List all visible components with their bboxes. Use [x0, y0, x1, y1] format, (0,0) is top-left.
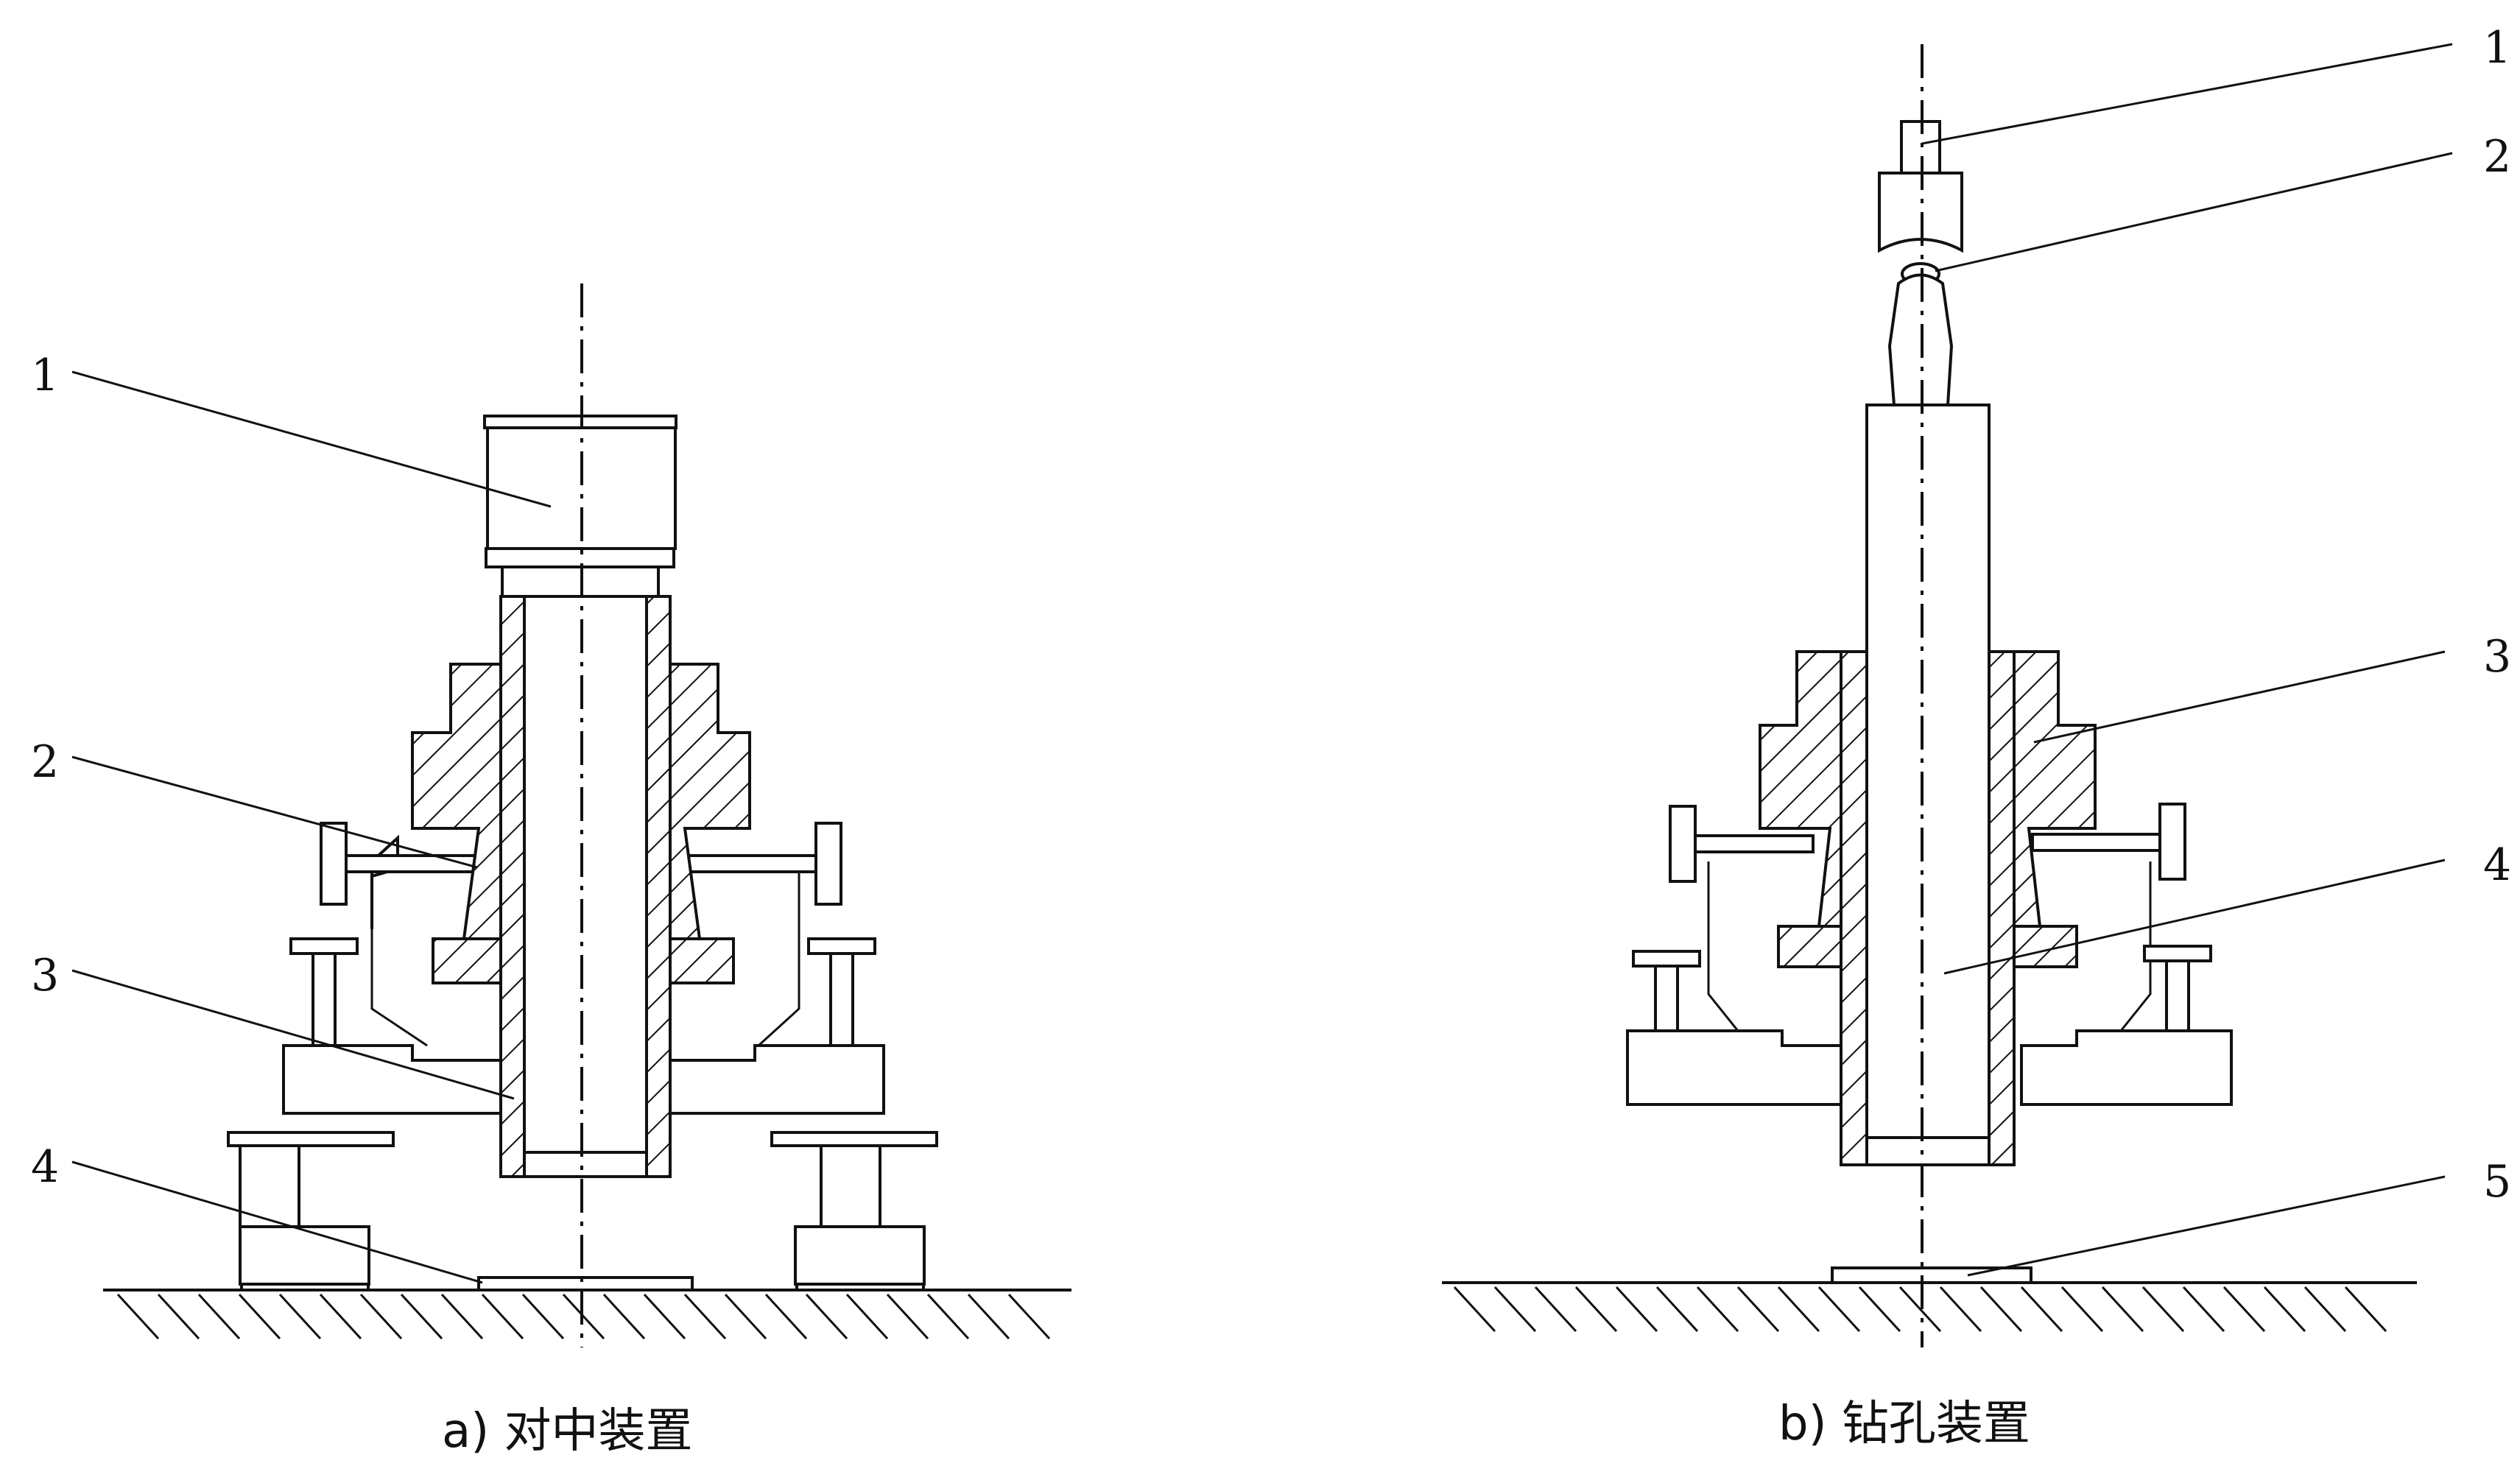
figure-b-ground	[1442, 1281, 2417, 1333]
figure-a-right-handle	[683, 822, 842, 906]
figure-a-left-brace	[370, 869, 428, 1047]
figure-a-left-foot	[227, 1131, 395, 1291]
figure-b-label-5: 5	[2483, 1156, 2511, 1208]
figure-a-ground	[103, 1289, 1071, 1340]
figure-b-drill-column	[1865, 403, 1991, 1139]
figure-a-centering-device: 1 2 3 4 a) 对中装置	[31, 283, 1071, 1459]
figure-b-drilling-device: 1 2 3 4 5 b) 钻孔装置	[1442, 22, 2511, 1451]
figure-a-target-plate	[477, 1276, 694, 1291]
figure-a-label-1: 1	[31, 350, 59, 401]
figure-b-left-screw	[1632, 950, 1701, 1032]
figure-a-caption: a) 对中装置	[442, 1404, 693, 1459]
figure-a-right-foot	[770, 1131, 938, 1291]
figure-a-bore	[523, 588, 648, 1154]
figure-b-right-handle	[2031, 803, 2186, 881]
figure-b-label-4: 4	[2483, 839, 2511, 891]
figure-b-right-arm	[2020, 1029, 2233, 1106]
figure-a-leaders	[71, 370, 552, 1284]
figure-a-left-handle	[320, 822, 480, 906]
figure-b-column-bottom	[1865, 1136, 1991, 1166]
figure-b-right-screw	[2143, 945, 2212, 1032]
figure-b-left-arm	[1626, 1029, 1843, 1106]
figure-a-label-2: 2	[31, 736, 59, 788]
figure-b-target-plate	[1831, 1266, 2032, 1284]
figure-b-left-brace	[1707, 861, 1739, 1032]
figure-b-left-handle	[1669, 805, 1815, 883]
figure-a-label-3: 3	[31, 950, 59, 1001]
figure-a-frame	[370, 834, 399, 929]
figure-a-left-arm	[282, 1044, 532, 1115]
figure-a-left-screw	[289, 937, 359, 1047]
figure-b-label-2: 2	[2483, 131, 2511, 183]
figure-a-bore-bottom	[523, 1151, 648, 1178]
figure-a-label-4: 4	[31, 1141, 59, 1193]
figure-b-label-1: 1	[2483, 22, 2511, 74]
figure-b-right-brace	[2119, 861, 2152, 1032]
figure-b-label-3: 3	[2483, 631, 2511, 683]
figure-a-right-screw	[807, 937, 876, 1047]
figure-a-right-brace	[757, 869, 800, 1047]
figure-b-leaders	[1921, 43, 2453, 1277]
figure-b-caption: b) 钻孔装置	[1778, 1397, 2030, 1451]
